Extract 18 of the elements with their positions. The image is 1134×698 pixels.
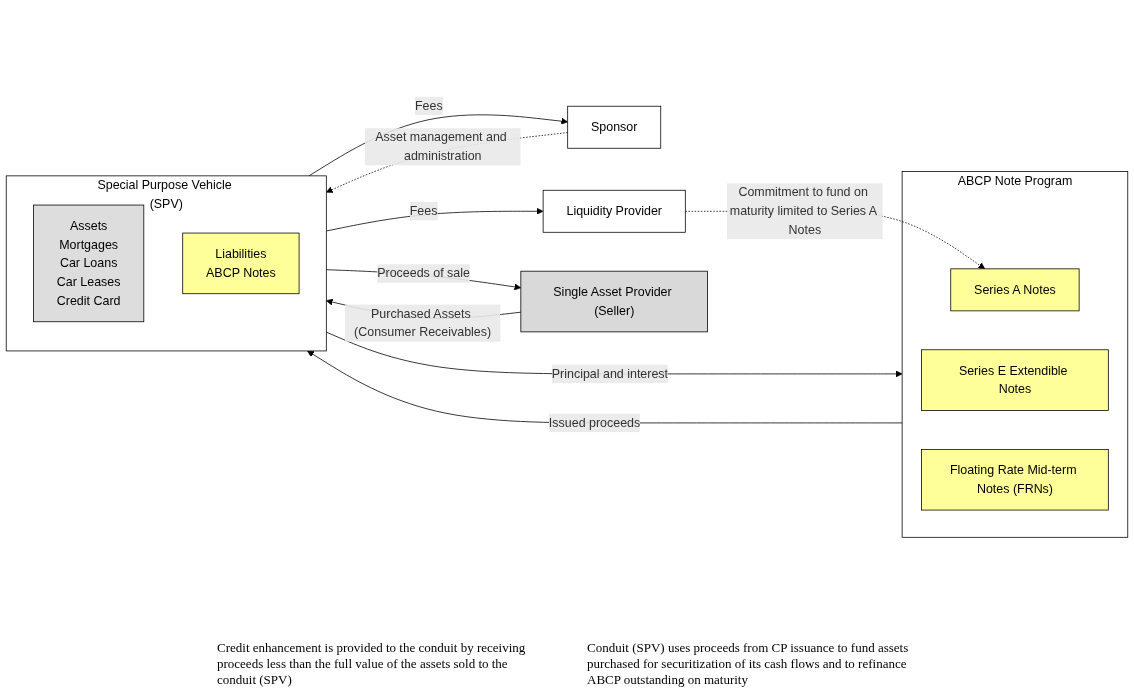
edge-label: Fees <box>409 204 438 218</box>
edge-label: Proceeds of sale <box>377 266 470 280</box>
edge-label: Principal and interest <box>551 366 669 381</box>
note-text: Credit enhancement is provided to the conduit by receiving proceeds less than the full value of the assets sold to the conduit (SPV) <box>217 640 527 688</box>
edge-label: Commitment to fund on maturity limited to Series A Notes <box>729 185 877 237</box>
node-box: Liquidity Provider <box>542 189 686 233</box>
edge-label: Purchased Assets (Consumer Receivables) <box>354 306 492 339</box>
edge-label: Asset management and administration <box>375 130 507 163</box>
node-box: Series A Notes <box>950 268 1080 312</box>
edge-label: Issued proceeds <box>548 415 641 430</box>
node-box: Single Asset Provider (Seller) <box>520 270 708 333</box>
node-box: Assets Mortgages Car Loans Car Leases Credit Card <box>33 204 145 323</box>
node-box: Floating Rate Mid-term Notes (FRNs) <box>921 449 1109 511</box>
node-box: Liabilities ABCP Notes <box>182 232 300 295</box>
edge-label: Fees <box>414 99 443 113</box>
node-box: Series E Extendible Notes <box>921 349 1109 411</box>
note-text: Conduit (SPV) uses proceeds from CP issuance to fund assets purchased for securitization of its cash flows and to refinance ABCP outstanding on maturity <box>587 640 910 688</box>
node-box: Sponsor <box>567 105 662 149</box>
